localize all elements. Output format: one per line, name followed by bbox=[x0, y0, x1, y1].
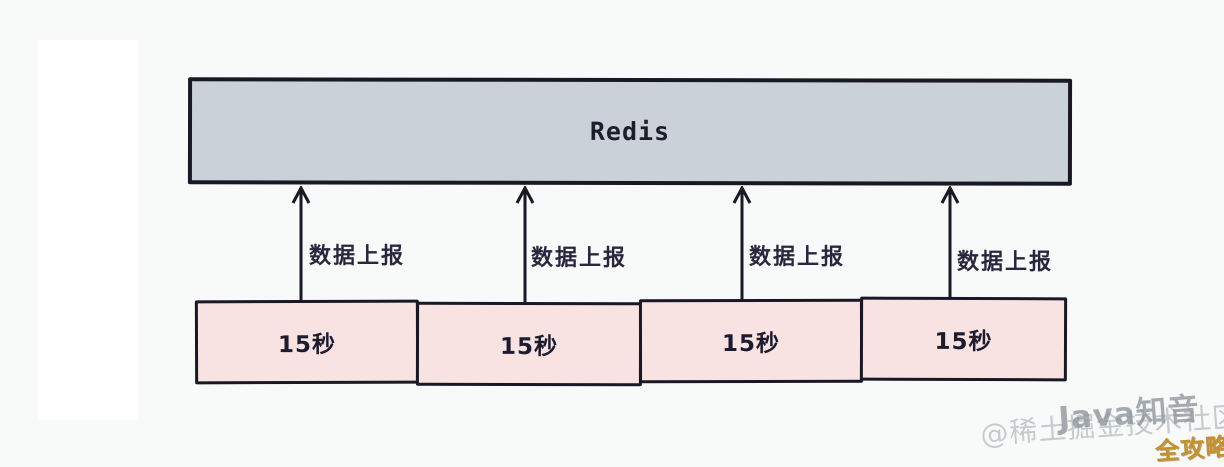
report-arrow-label-4: 数据上报 bbox=[957, 250, 1054, 275]
watermark-juejin-community: @稀土掘金技术社区 bbox=[979, 399, 1224, 452]
redis-box: Redis bbox=[187, 77, 1073, 186]
left-white-panel bbox=[38, 40, 138, 420]
up-arrow-icon bbox=[291, 186, 311, 302]
report-arrow-label-2: 数据上报 bbox=[531, 246, 628, 271]
report-arrow-4 bbox=[939, 186, 961, 302]
up-arrow-icon bbox=[940, 186, 960, 302]
report-arrow-2 bbox=[514, 186, 536, 302]
report-arrow-label-3: 数据上报 bbox=[749, 245, 846, 270]
report-arrow-label-1: 数据上报 bbox=[309, 244, 406, 269]
interval-box-label-4: 15秒 bbox=[934, 328, 993, 356]
interval-box-1: 15秒 bbox=[194, 299, 420, 385]
up-arrow-icon bbox=[732, 186, 752, 302]
watermark-java-zhiyin: Java知音 bbox=[1057, 391, 1201, 437]
interval-box-label-2: 15秒 bbox=[499, 333, 559, 361]
interval-box-3: 15秒 bbox=[638, 298, 864, 384]
interval-box-label-3: 15秒 bbox=[721, 330, 781, 358]
interval-box-label-1: 15秒 bbox=[277, 331, 337, 359]
redis-label: Redis bbox=[589, 116, 671, 147]
interval-box-2: 15秒 bbox=[415, 301, 643, 387]
watermark-quangonglue: 全攻略 bbox=[1154, 432, 1224, 466]
up-arrow-icon bbox=[515, 186, 535, 302]
report-arrow-3 bbox=[731, 186, 753, 302]
report-arrow-1 bbox=[290, 186, 312, 302]
interval-box-4: 15秒 bbox=[859, 296, 1068, 382]
